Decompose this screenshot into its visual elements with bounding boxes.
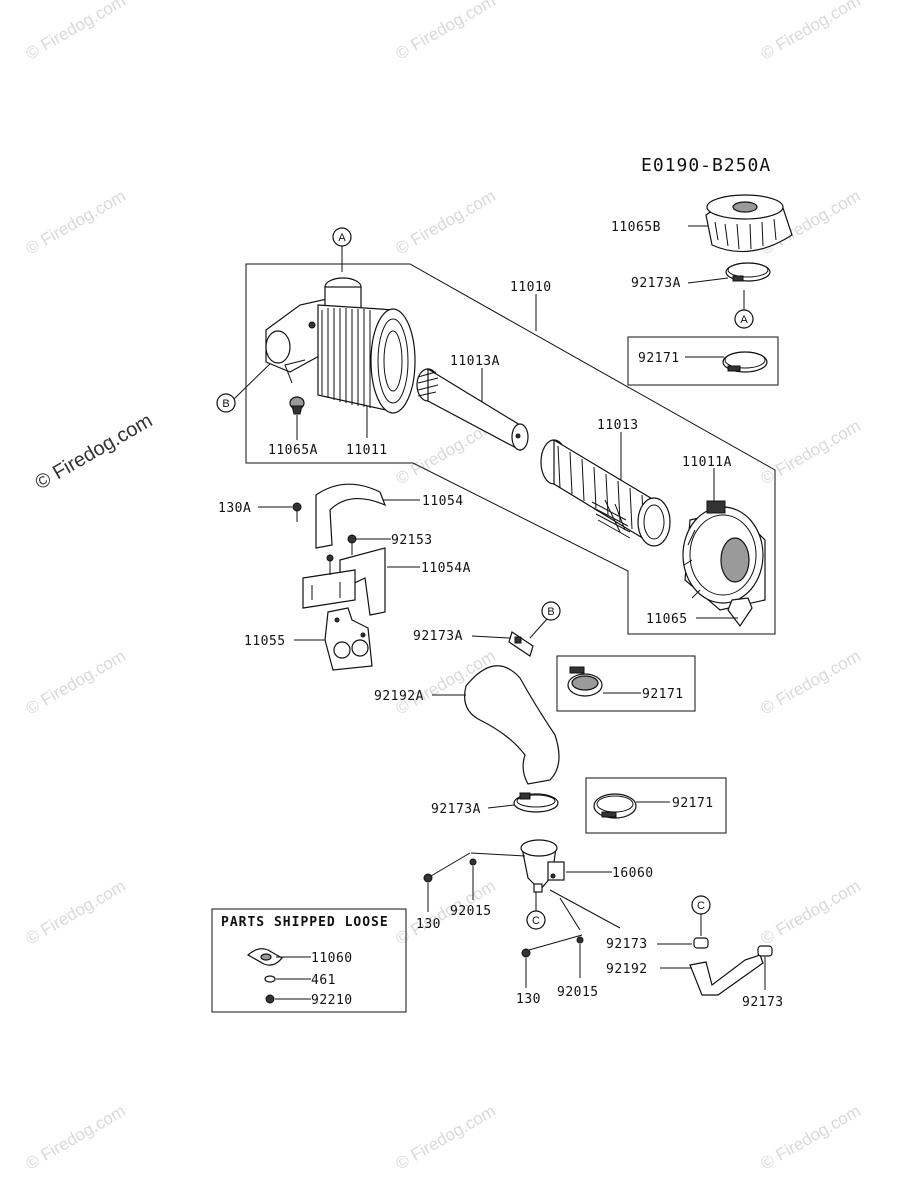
plate-11055: [324, 607, 373, 671]
clamp-92173a-mid: [508, 631, 534, 657]
label-130-bottom: 130: [516, 992, 541, 1007]
bolt-92153: [347, 534, 357, 555]
watermark: © Firedog.com: [393, 186, 499, 258]
air-cleaner-body-11011: [265, 277, 416, 414]
label-92173A-top: 92173A: [631, 276, 681, 291]
cover-11065b: [705, 194, 793, 253]
hose-92192a: [464, 665, 560, 785]
label-11011: 11011: [346, 443, 388, 458]
clamp-92171-low: [593, 793, 637, 819]
label-11010: 11010: [510, 280, 552, 295]
label-16060: 16060: [612, 866, 654, 881]
bracket-11054a: [302, 547, 386, 616]
box-92171-top: [627, 336, 779, 386]
ref-b-left: B: [216, 355, 279, 413]
watermark: © Firedog.com: [758, 1101, 864, 1173]
clamp-92173a-top: [725, 262, 771, 282]
label-92171-mid: 92171: [642, 687, 684, 702]
bolt-130a: [292, 502, 302, 522]
watermark-large: © Firedog.com: [32, 410, 157, 495]
svg-text:A: A: [338, 232, 346, 244]
watermark: © Firedog.com: [23, 186, 129, 258]
assembly-11010-outline: [245, 263, 776, 635]
label-11013: 11013: [597, 418, 639, 433]
label-11011A: 11011A: [682, 455, 732, 470]
label-92192: 92192: [606, 962, 648, 977]
label-130-left: 130: [416, 917, 441, 932]
gasket-11060: [246, 948, 283, 966]
watermark: © Firedog.com: [758, 646, 864, 718]
watermark: © Firedog.com: [393, 1101, 499, 1173]
svg-text:B: B: [547, 606, 554, 618]
ref-a-right: A: [734, 290, 754, 329]
watermark: © Firedog.com: [758, 0, 864, 63]
svg-text:C: C: [532, 915, 540, 927]
precleaner-16060: [520, 839, 565, 893]
label-92173A-low: 92173A: [431, 802, 481, 817]
label-11060: 11060: [311, 951, 353, 966]
ref-c-bottom: C: [526, 892, 546, 930]
label-130A: 130A: [218, 501, 251, 516]
clamp-92171-top: [722, 351, 768, 373]
bolt-130-left: [423, 852, 526, 883]
label-92173: 92173: [606, 937, 648, 952]
bolt-130-bottom: [521, 889, 621, 958]
ref-c-right: C: [691, 895, 711, 936]
label-11065B: 11065B: [611, 220, 661, 235]
watermark: © Firedog.com: [23, 646, 129, 718]
watermark: © Firedog.com: [23, 0, 129, 63]
diagram-code: E0190-B250A: [641, 155, 771, 176]
label-11065A: 11065A: [268, 443, 318, 458]
watermark: © Firedog.com: [758, 876, 864, 948]
parts-shipped-loose-title: PARTS SHIPPED LOOSE: [221, 915, 389, 930]
label-11054: 11054: [422, 494, 464, 509]
label-92173A-mid: 92173A: [413, 629, 463, 644]
washer-92015-bottom: [576, 936, 584, 944]
parts-shipped-loose-box: [211, 908, 407, 1013]
watermark: © Firedog.com: [758, 416, 864, 488]
label-11065: 11065: [646, 612, 688, 627]
watermark: © Firedog.com: [23, 876, 129, 948]
ref-a-top: A: [332, 227, 352, 272]
label-92015-bottom: 92015: [557, 985, 599, 1000]
safety-element-11013a: [416, 367, 529, 451]
valve-11065: [727, 597, 753, 628]
washer-461: [264, 975, 276, 983]
box-92171-low: [585, 777, 727, 834]
valve-11065a: [289, 396, 305, 415]
label-92171-low: 92171: [672, 796, 714, 811]
svg-text:B: B: [222, 398, 229, 410]
hose-92192: [689, 954, 764, 996]
label-11055: 11055: [244, 634, 286, 649]
primary-element-11013: [540, 438, 671, 547]
watermark: © Firedog.com: [393, 0, 499, 63]
label-461: 461: [311, 973, 336, 988]
clamp-92171-mid: [567, 666, 603, 697]
label-11054A: 11054A: [421, 561, 471, 576]
bracket-11054: [315, 483, 387, 549]
label-11013A: 11013A: [450, 354, 500, 369]
svg-text:C: C: [697, 900, 705, 912]
svg-text:A: A: [740, 314, 748, 326]
ref-b-mid: B: [529, 601, 561, 639]
label-92171-top: 92171: [638, 351, 680, 366]
clamp-92173-right: [757, 945, 773, 957]
label-92173-right: 92173: [742, 995, 784, 1010]
nut-92210: [265, 994, 275, 1004]
label-92192A: 92192A: [374, 689, 424, 704]
cap-assembly-11011a: [682, 500, 766, 611]
label-92153: 92153: [391, 533, 433, 548]
clamp-92173a-low: [513, 792, 559, 813]
label-92210: 92210: [311, 993, 353, 1008]
clamp-92173: [693, 937, 709, 949]
box-92171-mid: [556, 655, 696, 712]
washer-92015-left: [469, 858, 477, 866]
label-92015-left: 92015: [450, 904, 492, 919]
watermark: © Firedog.com: [23, 1101, 129, 1173]
